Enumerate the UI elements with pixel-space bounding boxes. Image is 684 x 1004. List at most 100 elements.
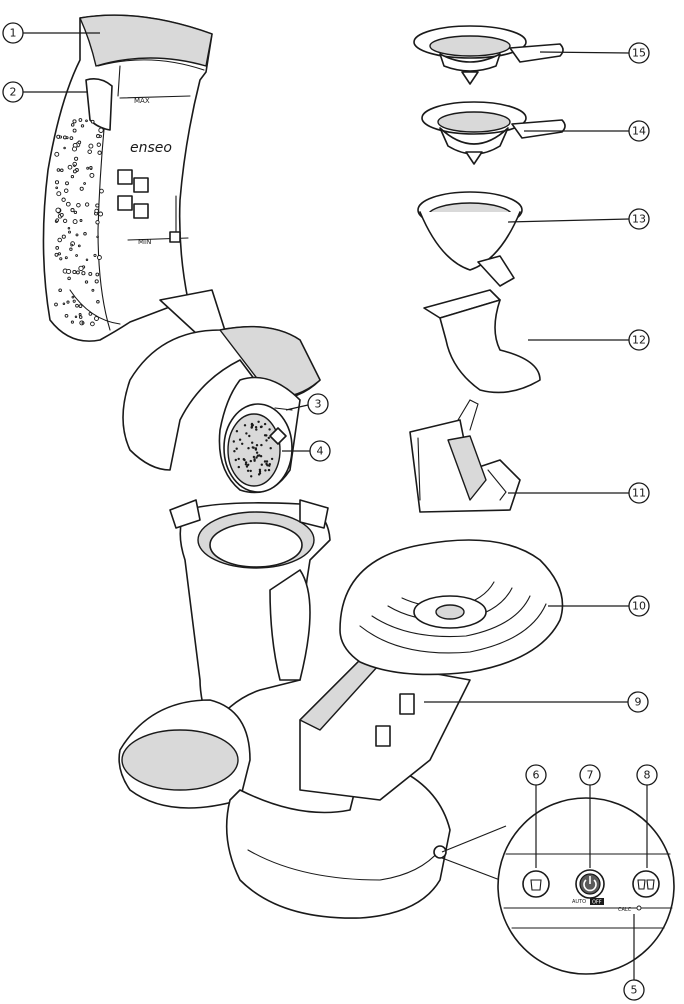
tank-dot xyxy=(96,300,100,304)
tank-dot xyxy=(94,316,99,321)
sprinkler-hole xyxy=(246,469,250,472)
tank-dot xyxy=(69,136,74,140)
tank-dot xyxy=(63,188,69,193)
tank-dot xyxy=(87,149,92,154)
tank-dot xyxy=(96,235,99,239)
tank-dot xyxy=(95,220,100,225)
sprinkler-hole xyxy=(265,439,268,442)
tank-dot xyxy=(54,302,58,307)
sprinkler-hole xyxy=(244,463,248,466)
tank-dot xyxy=(78,313,82,316)
sprinkler-hole xyxy=(258,468,262,471)
callout-1: 1 xyxy=(2,22,24,44)
sprinkler-hole xyxy=(234,458,237,462)
tank-dot xyxy=(61,234,66,239)
sprinkler-hole xyxy=(255,456,258,459)
tank-dot xyxy=(78,315,83,319)
sprinkler-hole xyxy=(241,442,244,445)
tank-dot xyxy=(71,146,78,152)
sprinkler-hole xyxy=(245,432,248,435)
tank-dot xyxy=(63,146,66,150)
tank-dot xyxy=(77,244,81,248)
tank-dot xyxy=(81,321,85,325)
callout-7-label: 7 xyxy=(587,769,594,782)
sprinkler-hole xyxy=(248,434,251,438)
tank-dot xyxy=(84,202,90,207)
tank-dot xyxy=(88,143,94,149)
sprinkler-hole xyxy=(255,451,259,454)
callout-8: 8 xyxy=(636,764,658,786)
tank-dot xyxy=(67,276,71,281)
sprinkler-hole xyxy=(260,463,263,466)
tank-dot xyxy=(91,288,95,292)
one-cup-button[interactable] xyxy=(522,870,550,898)
tank-dot xyxy=(89,172,95,178)
tank-dot xyxy=(98,127,104,133)
two-cup-button[interactable] xyxy=(632,870,660,898)
sprinkler-hole xyxy=(247,447,250,450)
callout-6: 6 xyxy=(525,764,547,786)
tank-dot xyxy=(97,150,102,155)
sprinkler-hole xyxy=(254,447,258,450)
tank-dot xyxy=(58,288,62,292)
sprinkler-hole xyxy=(267,436,270,440)
sprinkler-hole xyxy=(244,461,248,464)
tank-dot xyxy=(94,279,99,284)
tank-dot xyxy=(61,197,66,202)
sprinkler-hole xyxy=(264,469,267,472)
sprinkler-dot-pattern xyxy=(232,420,274,478)
tank-dot xyxy=(90,321,95,327)
tank-dot xyxy=(67,164,73,170)
calc-light xyxy=(636,905,642,911)
tank-dot xyxy=(68,230,71,234)
power-button[interactable] xyxy=(575,869,605,899)
tank-dot xyxy=(75,254,78,257)
sprinkler-hole xyxy=(252,446,255,449)
sprinkler-hole xyxy=(268,463,271,466)
sprinkler-hole xyxy=(259,425,263,429)
callout-6-label: 6 xyxy=(533,769,540,782)
tank-dot xyxy=(60,168,64,173)
tank-dot xyxy=(96,142,101,147)
tank-dot xyxy=(70,123,75,127)
callout-4-label: 4 xyxy=(317,445,324,458)
callout-14-label: 14 xyxy=(632,125,646,138)
auto-off-label: AUTO xyxy=(572,899,586,905)
tank-dot xyxy=(57,252,61,256)
sprinkler-hole xyxy=(245,465,249,468)
sprinkler-hole xyxy=(237,465,240,469)
callout-9-label: 9 xyxy=(635,696,642,709)
tank-dot xyxy=(88,312,93,316)
drip-tray xyxy=(339,539,564,676)
sprinkler-hole xyxy=(249,469,252,473)
leader-lines xyxy=(23,32,648,980)
sprinkler-hole xyxy=(235,430,239,433)
tank-dot xyxy=(73,164,76,168)
sprinkler-hole xyxy=(232,440,235,443)
tank-dot xyxy=(93,253,97,257)
coffee-collector xyxy=(417,191,523,287)
tank-dot xyxy=(77,140,82,145)
lid-assembly xyxy=(122,289,321,494)
tank-dot xyxy=(65,181,69,186)
sprinkler-hole xyxy=(233,450,236,453)
tank-dot xyxy=(88,271,93,276)
callout-15-label: 15 xyxy=(632,47,646,60)
spout-cover xyxy=(423,289,541,394)
tank-dot xyxy=(95,203,100,208)
tank-dot xyxy=(95,272,100,277)
tank-dot xyxy=(89,166,93,170)
tank-dot xyxy=(98,134,102,138)
tank-min-mark: MIN xyxy=(138,238,151,246)
tank-dot xyxy=(69,247,73,251)
callout-7: 7 xyxy=(579,764,601,786)
tank-dot xyxy=(65,201,71,207)
sprinkler-hole xyxy=(257,420,260,423)
tank-dot xyxy=(56,191,62,197)
callout-4: 4 xyxy=(309,440,331,462)
sprinkler-hole xyxy=(252,455,256,459)
callout-13: 13 xyxy=(628,208,650,230)
tank-dot xyxy=(72,119,77,124)
tank-dot xyxy=(78,265,84,272)
sprinkler-hole xyxy=(258,472,262,475)
